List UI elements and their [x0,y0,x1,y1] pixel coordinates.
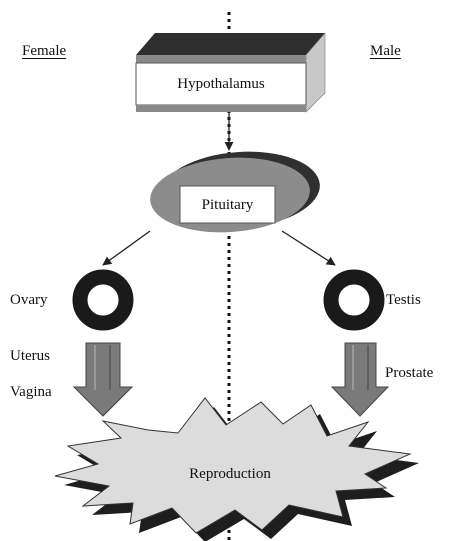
pituitary-label: Pituitary [180,198,275,213]
reproduction-label: Reproduction [160,467,300,482]
vagina-label: Vagina [10,385,52,400]
uterus-label: Uterus [10,349,50,364]
hypothalamus-label: Hypothalamus [136,77,306,92]
ovary-ring [80,277,126,323]
male-heading: Male [370,44,401,59]
female-heading: Female [22,44,66,59]
ovary-label: Ovary [10,293,48,308]
arrow-pituitary-testis [282,231,335,265]
prostate-label: Prostate [385,366,433,381]
female-block-arrow [74,343,132,416]
arrow-pituitary-ovary [103,231,150,265]
testis-ring [331,277,377,323]
hypothalamus-box [136,33,325,112]
pituitary-gland [148,147,323,238]
testis-label: Testis [386,293,421,308]
male-block-arrow [332,343,388,416]
